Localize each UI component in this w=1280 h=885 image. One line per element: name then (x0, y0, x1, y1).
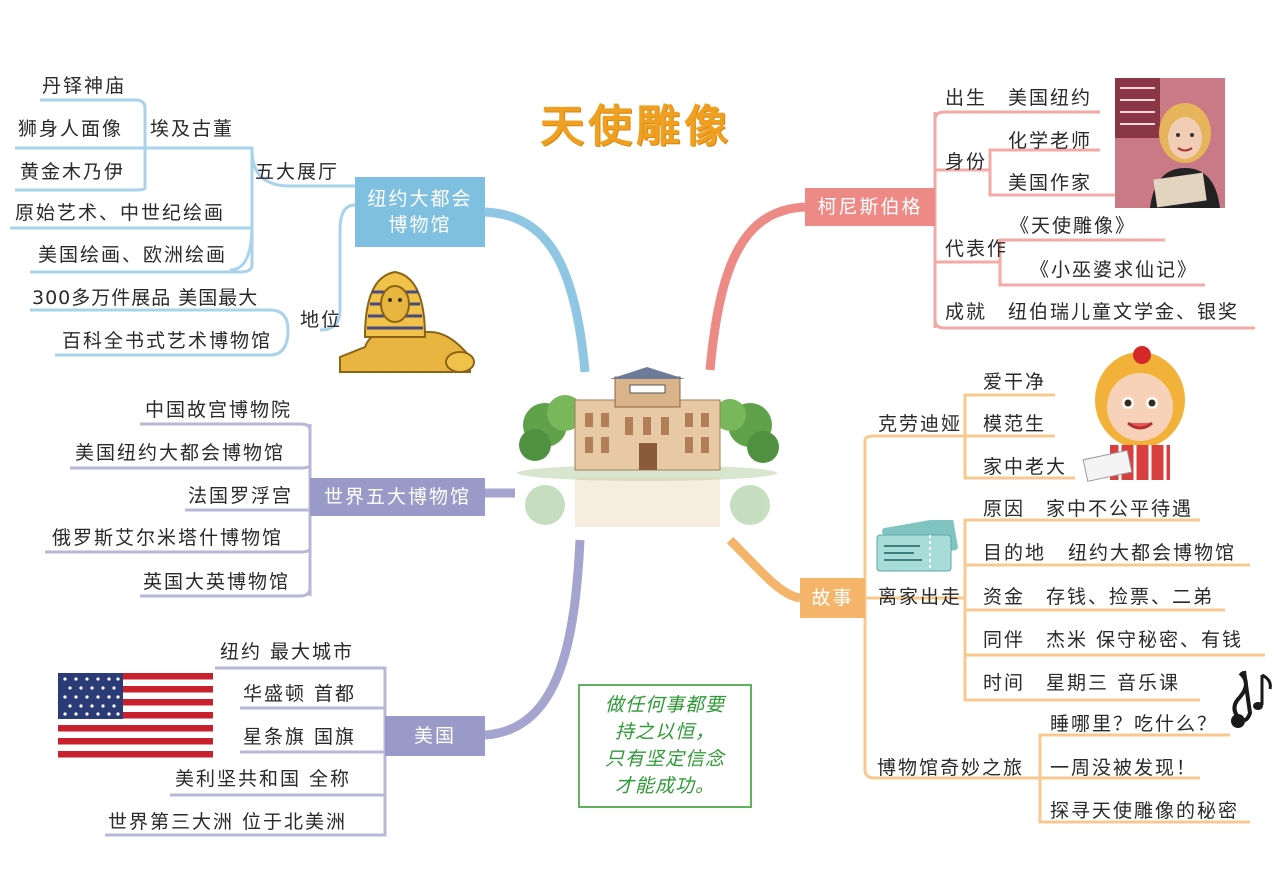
museum-illustration (517, 367, 779, 527)
node-claudia-item: 家中老大 (983, 456, 1068, 478)
page-title: 天使雕像 (540, 101, 732, 152)
girl-cartoon (1082, 346, 1185, 482)
motto-line: 才能成功。 (614, 775, 715, 797)
author-photo (1115, 78, 1225, 208)
node-runaway-key: 时间 (983, 672, 1026, 694)
node-five-halls: 五大展厅 (255, 161, 340, 183)
motto-line: 持之以恒， (614, 721, 715, 743)
node-runaway-key: 同伴 (983, 629, 1026, 651)
ticket-icon (876, 520, 958, 572)
music-note-icon (1231, 670, 1272, 728)
node-usa-item: 美利坚共和国 全称 (175, 768, 352, 790)
node-journey: 博物馆奇妙之旅 (877, 757, 1025, 779)
node-runaway: 离家出走 (878, 586, 963, 608)
node-runaway-value: 星期三 音乐课 (1046, 672, 1181, 694)
node-hall-item: 原始艺术、中世纪绘画 (15, 202, 226, 224)
node-usa-item: 纽约 最大城市 (220, 641, 355, 663)
node-birth-value: 美国纽约 (1008, 87, 1093, 109)
story-branch-lines (726, 393, 1265, 824)
branch-met-museum: 纽约大都会 博物馆 (355, 177, 485, 247)
node-runaway-value: 纽约大都会博物馆 (1068, 542, 1237, 564)
node-works-item: 《小巫婆求仙记》 (1030, 259, 1199, 281)
node-journey-item: 探寻天使雕像的秘密 (1050, 800, 1240, 822)
museum-branch-lines (10, 98, 590, 373)
node-usa-item: 星条旗 国旗 (243, 726, 357, 748)
branch-met-museum-line1: 纽约大都会 (367, 188, 473, 210)
node-hall-item: 美国绘画、欧洲绘画 (38, 244, 228, 266)
node-usa-item: 华盛顿 首都 (243, 683, 357, 705)
node-identity-item: 化学老师 (1008, 130, 1093, 152)
motto-line: 只有坚定信念 (604, 748, 725, 770)
motto-line: 做任何事都要 (604, 694, 725, 716)
node-journey-item: 一周没被发现！ (1050, 757, 1198, 779)
node-claudia-item: 模范生 (983, 413, 1047, 435)
node-runaway-value: 家中不公平待遇 (1046, 498, 1194, 520)
node-usa-item: 世界第三大洲 位于北美洲 (108, 811, 348, 833)
node-claudia-item: 爱干净 (983, 371, 1047, 393)
node-world-item: 法国罗浮宫 (188, 485, 294, 507)
sphinx-illustration (339, 270, 475, 373)
branch-story: 故事 (800, 578, 865, 618)
node-world-item: 英国大英博物馆 (143, 571, 291, 593)
node-egypt-item: 黄金木乃伊 (20, 161, 126, 183)
node-world-item: 美国纽约大都会博物馆 (75, 442, 286, 464)
motto-box: 做任何事都要 持之以恒， 只有坚定信念 才能成功。 (578, 684, 752, 808)
node-status: 地位 (300, 309, 343, 331)
branch-world-museums: 世界五大博物馆 (310, 478, 485, 516)
node-birth-label: 出生 (945, 87, 988, 109)
node-runaway-value: 杰米 保守秘密、有钱 (1046, 629, 1244, 651)
node-egypt-item: 狮身人面像 (18, 118, 124, 140)
node-identity-item: 美国作家 (1008, 172, 1093, 194)
node-status-item: 300多万件展品 美国最大 (32, 287, 259, 309)
node-runaway-key: 目的地 (983, 542, 1047, 564)
us-flag-illustration (58, 673, 213, 758)
branch-author: 柯尼斯伯格 (805, 188, 935, 226)
node-runaway-key: 原因 (983, 498, 1026, 520)
node-status-item: 百科全书式艺术博物馆 (62, 330, 273, 352)
node-journey-item: 睡哪里？吃什么？ (1050, 713, 1219, 735)
node-egypt: 埃及古董 (150, 118, 235, 140)
node-achievement-value: 纽伯瑞儿童文学金、银奖 (1008, 301, 1240, 323)
node-egypt-item: 丹铎神庙 (42, 75, 127, 97)
node-runaway-value: 存钱、捡票、二弟 (1046, 586, 1215, 608)
node-world-item: 俄罗斯艾尔米塔什博物馆 (52, 527, 284, 549)
node-achievement-label: 成就 (945, 301, 988, 323)
node-works-label: 代表作 (945, 238, 1009, 260)
node-runaway-key: 资金 (983, 586, 1026, 608)
node-claudia: 克劳迪娅 (878, 413, 963, 435)
node-identity-label: 身份 (945, 151, 988, 173)
author-branch-lines (705, 110, 1255, 371)
node-works-item: 《天使雕像》 (1010, 215, 1137, 237)
branch-usa: 美国 (385, 716, 485, 756)
branch-met-museum-line2: 博物馆 (388, 214, 452, 236)
node-world-item: 中国故宫博物院 (145, 399, 293, 421)
